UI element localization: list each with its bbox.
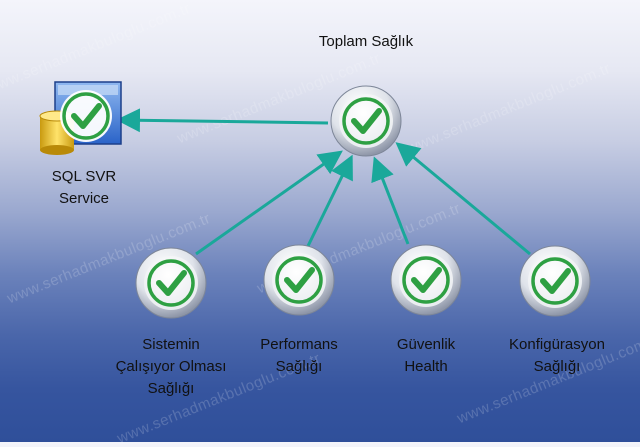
arrow-guvenlik-to-root (371, 156, 410, 245)
root-label: Toplam Sağlık (318, 33, 414, 50)
arrow-sistemin-to-root (195, 150, 343, 256)
green-check-icon (540, 268, 571, 294)
arrow-root-to-service (116, 108, 329, 133)
guvenlik-status-node (390, 244, 462, 316)
guvenlik-label: Güvenlik Health (396, 336, 456, 375)
root-status-node (330, 85, 402, 157)
sistemin-status-node (135, 247, 207, 319)
green-check-icon (156, 270, 187, 296)
service-label: SQL SVR Service (24, 166, 144, 210)
konfigurasyon-label: Konfigürasyon Sağlığı (509, 336, 605, 375)
arrow-performans-to-root (306, 154, 353, 247)
green-check-icon (411, 267, 442, 293)
database-check-icon (39, 81, 122, 155)
arrow-konfigurasyon-to-root (395, 142, 531, 256)
service-label-line: SQL SVR (51, 168, 117, 185)
green-check-icon (351, 108, 382, 134)
sistemin-label: Sistemin Çalışıyor Olması Sağlığı (115, 336, 227, 397)
performans-label: Performans Sağlığı (260, 336, 338, 375)
service-label-line: Service (58, 190, 110, 207)
green-check-icon (284, 267, 315, 293)
performans-status-node (263, 244, 335, 316)
konfigurasyon-status-node (519, 245, 591, 317)
